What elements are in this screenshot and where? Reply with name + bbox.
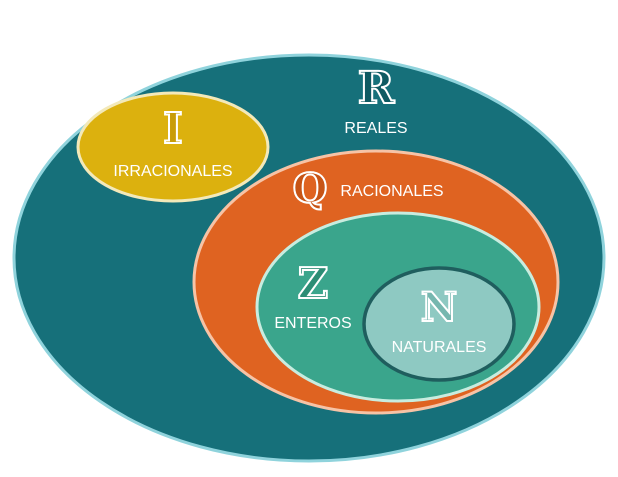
irracionales-set	[76, 91, 270, 203]
naturales-label: NATURALES	[392, 339, 487, 356]
enteros-label: ENTEROS	[274, 315, 351, 332]
naturales-symbol: N	[421, 284, 458, 331]
racionales-symbol: Q	[293, 165, 328, 212]
naturales-set	[362, 266, 516, 382]
enteros-symbol: Z	[298, 259, 329, 308]
reales-symbol: R	[358, 63, 395, 114]
irracionales-label: IRRACIONALES	[113, 163, 232, 180]
irracionales-symbol: I	[163, 104, 183, 153]
reales-label: REALES	[344, 120, 407, 137]
racionales-label: RACIONALES	[340, 183, 443, 200]
